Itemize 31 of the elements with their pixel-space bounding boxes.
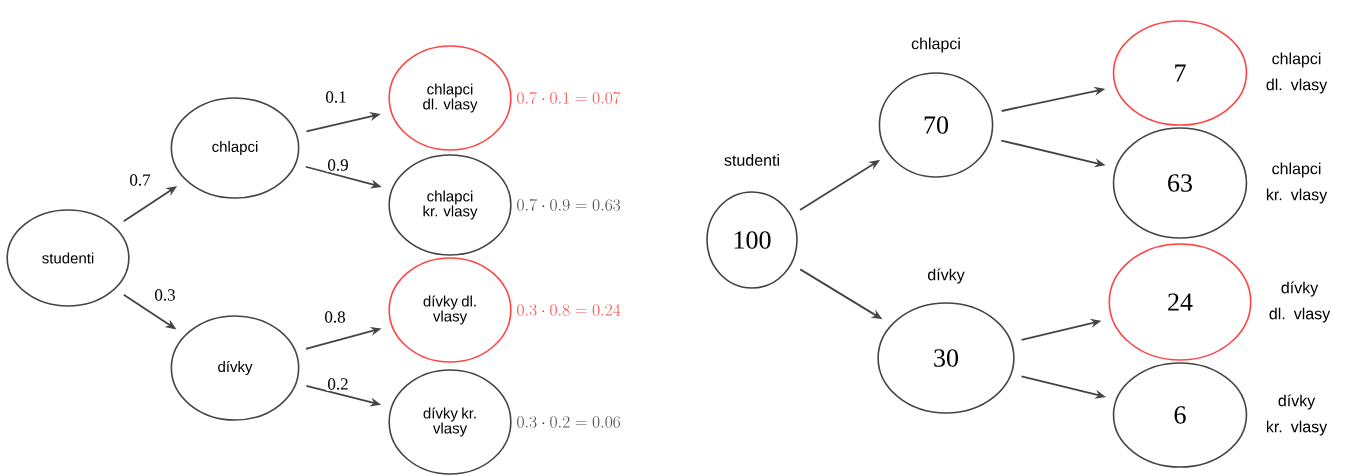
- ellipse-node: 6: [1112, 362, 1248, 468]
- ellipse-node: 7: [1112, 20, 1248, 126]
- node-caption: chlapci dl. vlasy: [1266, 52, 1328, 94]
- node-caption: chlapci kr. vlasy: [1266, 162, 1328, 204]
- edge-label: 0.3: [153, 288, 177, 302]
- ellipse-node: 70: [878, 72, 994, 178]
- probability-formula: $0.7 \cdot 0.1 = 0.07$: [517, 91, 621, 104]
- probability-formula: $0.3 \cdot 0.2 = 0.06$: [517, 416, 620, 428]
- edge-label: 0.1: [324, 90, 348, 104]
- edge-label: 0.8: [323, 310, 347, 324]
- edge-label: 0.9: [326, 158, 350, 172]
- probability-formula: $0.3 \cdot 0.8 = 0.24$: [517, 304, 621, 316]
- ellipse-node: dívky dl. vlasy: [388, 257, 512, 363]
- node-heading: dívky: [928, 268, 965, 284]
- ellipse-node: 100: [706, 191, 798, 289]
- ellipse-node: 63: [1112, 127, 1248, 239]
- node-caption: dívky dl. vlasy: [1269, 281, 1331, 323]
- ellipse-node: studenti: [6, 209, 130, 307]
- probability-formula: $0.7 \cdot 0.9 = 0.63$: [517, 198, 621, 211]
- ellipse-node: 30: [877, 302, 1015, 414]
- node-heading: studenti: [724, 154, 779, 166]
- ellipse-node: chlapci: [170, 97, 300, 199]
- node-heading: chlapci: [911, 37, 960, 53]
- ellipse-node: chlapci dl. vlasy: [388, 45, 512, 151]
- ellipse-node: dívky kr. vlasy: [388, 369, 512, 475]
- ellipse-node: 24: [1108, 243, 1252, 361]
- edge-label: 0.2: [326, 377, 350, 391]
- edge-label: 0.7: [128, 173, 152, 187]
- node-caption: dívky kr. vlasy: [1266, 394, 1328, 436]
- ellipse-node: chlapci kr. vlasy: [388, 154, 512, 256]
- ellipse-node: dívky: [170, 315, 300, 421]
